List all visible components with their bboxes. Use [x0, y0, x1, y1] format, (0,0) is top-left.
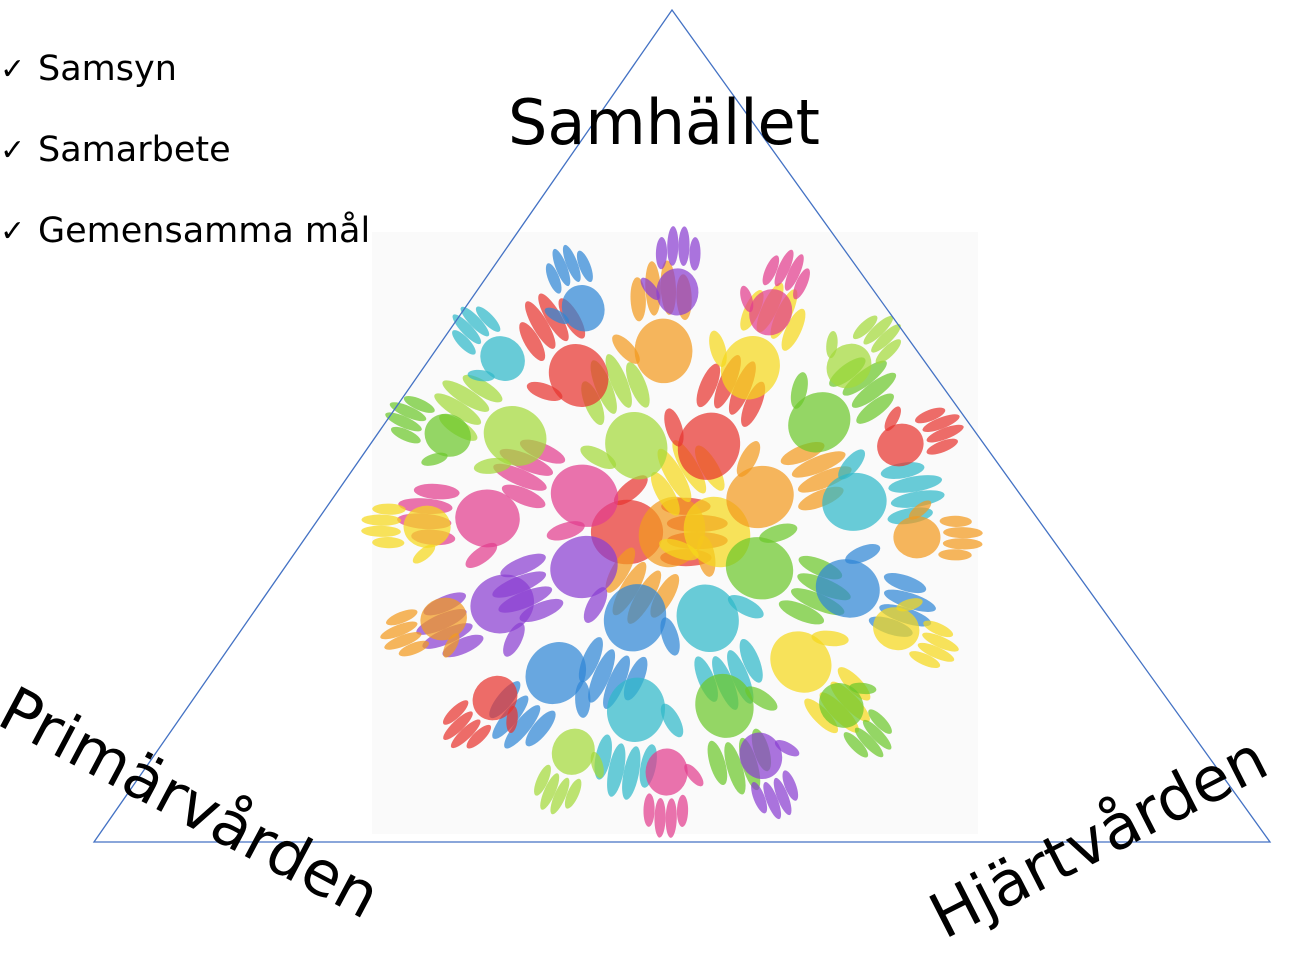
- goals-checklist: ✓ Samsyn ✓ Samarbete ✓ Gemensamma mål: [0, 48, 370, 291]
- checklist-item-label: Samsyn: [38, 49, 177, 89]
- checklist-item-gemensamma-mal: ✓ Gemensamma mål: [0, 210, 370, 252]
- checkmark-icon: ✓: [0, 133, 38, 168]
- checklist-item-label: Gemensamma mål: [38, 211, 370, 251]
- checkmark-icon: ✓: [0, 214, 38, 249]
- checklist-item-samarbete: ✓ Samarbete: [0, 129, 370, 171]
- checkmark-icon: ✓: [0, 52, 38, 87]
- checklist-item-label: Samarbete: [38, 130, 231, 170]
- checklist-item-samsyn: ✓ Samsyn: [0, 48, 370, 90]
- corner-label-top: Samhället: [508, 86, 820, 159]
